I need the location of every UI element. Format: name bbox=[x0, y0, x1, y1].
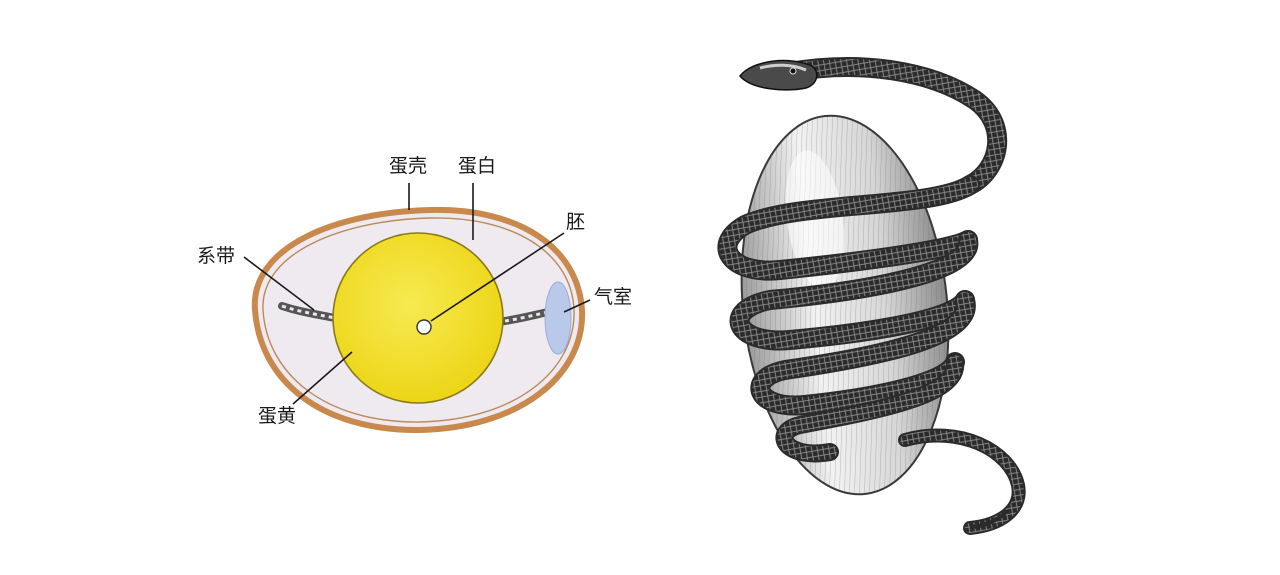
snake-tail-tip bbox=[970, 510, 1008, 529]
leader-air-cell bbox=[563, 299, 591, 313]
air-cell bbox=[544, 281, 572, 355]
label-shell: 蛋壳 bbox=[389, 155, 427, 177]
leader-yolk bbox=[292, 351, 353, 405]
label-germ: 胚 bbox=[566, 211, 585, 233]
label-yolk: 蛋黄 bbox=[258, 405, 296, 427]
yolk bbox=[332, 232, 504, 404]
germinal-disc bbox=[416, 319, 432, 335]
snake-eye-icon bbox=[789, 67, 797, 75]
egg-cross-section-diagram: 蛋壳 蛋白 胚 系带 气室 蛋黄 bbox=[197, 155, 632, 434]
snake-neck-scales bbox=[782, 59, 1006, 193]
leader-germ bbox=[430, 232, 565, 322]
label-albumen: 蛋白 bbox=[458, 155, 496, 177]
snake-egg-illustration bbox=[717, 57, 1026, 535]
leader-chalaza bbox=[243, 256, 315, 311]
chalaza-left bbox=[278, 302, 339, 322]
label-air-cell: 气室 bbox=[594, 286, 632, 308]
label-chalaza: 系带 bbox=[197, 245, 235, 267]
snake-head-plates bbox=[759, 63, 807, 72]
snake-coils bbox=[717, 175, 980, 463]
